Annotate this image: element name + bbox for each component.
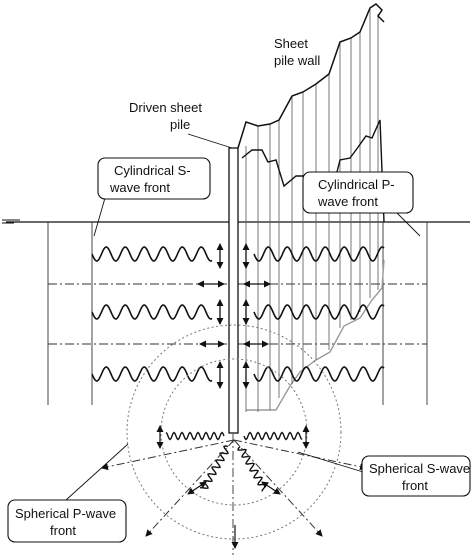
cylindrical-p-label-line1: Cylindrical P-: [318, 177, 395, 192]
pile-pointer-line: [187, 133, 233, 149]
spherical-p-callout: Spherical P-wave front: [7, 443, 129, 543]
spherical-p-label-line1: Spherical P-wave: [15, 506, 116, 521]
sheet-pile-wall-label-line2: pile wall: [274, 53, 320, 68]
cylindrical-arrows: [197, 243, 271, 389]
sheet-pile-wall-label: Sheet pile wall: [274, 36, 320, 68]
cylindrical-s-label-line1: Cylindrical S-: [114, 163, 191, 178]
spherical-s-label-line2: front: [402, 478, 428, 493]
spherical-p-label-line2: front: [50, 523, 76, 538]
cylindrical-s-waves: [91, 246, 385, 382]
spherical-s-label-line1: Spherical S-wave: [369, 461, 470, 476]
wall-embedded-outline: [246, 259, 385, 411]
sheet-pile-wall-label-line1: Sheet: [274, 36, 308, 51]
driven-sheet-pile: [228, 147, 239, 434]
driven-sheet-pile-label: Driven sheet pile: [129, 100, 202, 132]
spherical-p-front-circle: [126, 324, 342, 540]
cylindrical-p-label-line2: wave front: [317, 194, 378, 209]
driven-sheet-pile-label-line2: pile: [170, 117, 190, 132]
cylindrical-s-label-line2: wave front: [109, 180, 170, 195]
spherical-p-rays: [101, 439, 367, 537]
driven-sheet-pile-label-line1: Driven sheet: [129, 100, 202, 115]
cylindrical-p-callout: Cylindrical P- wave front: [302, 171, 421, 237]
spherical-s-callout: Spherical S-wave front: [297, 451, 471, 497]
spherical-arrows: [156, 425, 310, 549]
ground-hatch-mark: [2, 219, 20, 224]
spherical-s-waves: [165, 431, 303, 492]
wall-top-edge: [237, 3, 385, 149]
cylindrical-s-callout: Cylindrical S- wave front: [93, 157, 211, 237]
